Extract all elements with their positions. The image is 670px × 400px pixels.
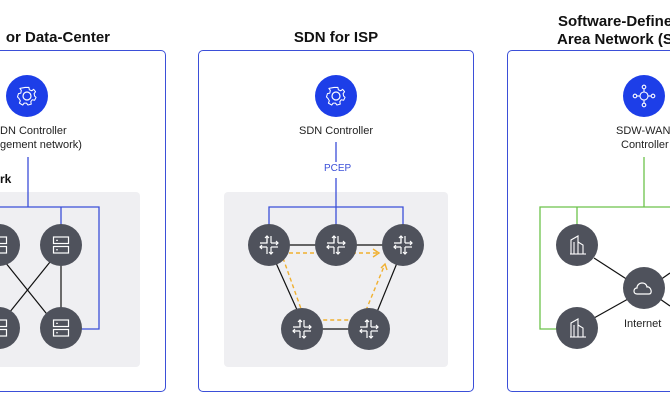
- sdwan-data-links: [593, 257, 670, 319]
- panel-sdwan-title-1: Software-Define: [558, 13, 670, 30]
- isp-path-arrows: [282, 248, 388, 321]
- datacenter-control-lines: [0, 157, 100, 330]
- sdwan-controller-node: [623, 75, 665, 117]
- pcep-label: PCEP: [323, 163, 353, 174]
- site-node: [556, 307, 598, 349]
- server-node: [40, 224, 82, 266]
- router-node: [382, 224, 424, 266]
- panel-sdwan: [507, 50, 670, 392]
- server-node: [0, 224, 20, 266]
- router-node: [348, 308, 390, 350]
- server-node: [40, 307, 82, 349]
- isp-control-lines: [268, 142, 404, 226]
- internet-label: Internet: [624, 318, 662, 330]
- router-node: [281, 308, 323, 350]
- panel-isp-title: SDN for ISP: [293, 29, 379, 46]
- panel-datacenter-title: or Data-Center: [5, 29, 110, 46]
- isp-controller-label: SDN Controller: [299, 125, 373, 137]
- router-node: [248, 224, 290, 266]
- internet-node: [623, 267, 665, 309]
- sdwan-controller-label-1: SDW-WAN: [616, 125, 670, 137]
- isp-controller-node: [315, 75, 357, 117]
- sdwan-controller-label-2: Controller: [621, 139, 669, 151]
- panel-isp: [198, 50, 474, 392]
- panel-datacenter: [0, 50, 166, 392]
- site-node: [556, 224, 598, 266]
- panel-sdwan-title-2: Area Network (S: [557, 31, 670, 48]
- datacenter-network-label: rk: [0, 172, 12, 186]
- router-node: [315, 224, 357, 266]
- datacenter-controller-label-2: gement network): [0, 139, 82, 151]
- datacenter-controller-node: [6, 75, 48, 117]
- datacenter-controller-label-1: DN Controller: [0, 125, 67, 137]
- sdwan-control-lines: [539, 157, 670, 330]
- server-node: [0, 307, 20, 349]
